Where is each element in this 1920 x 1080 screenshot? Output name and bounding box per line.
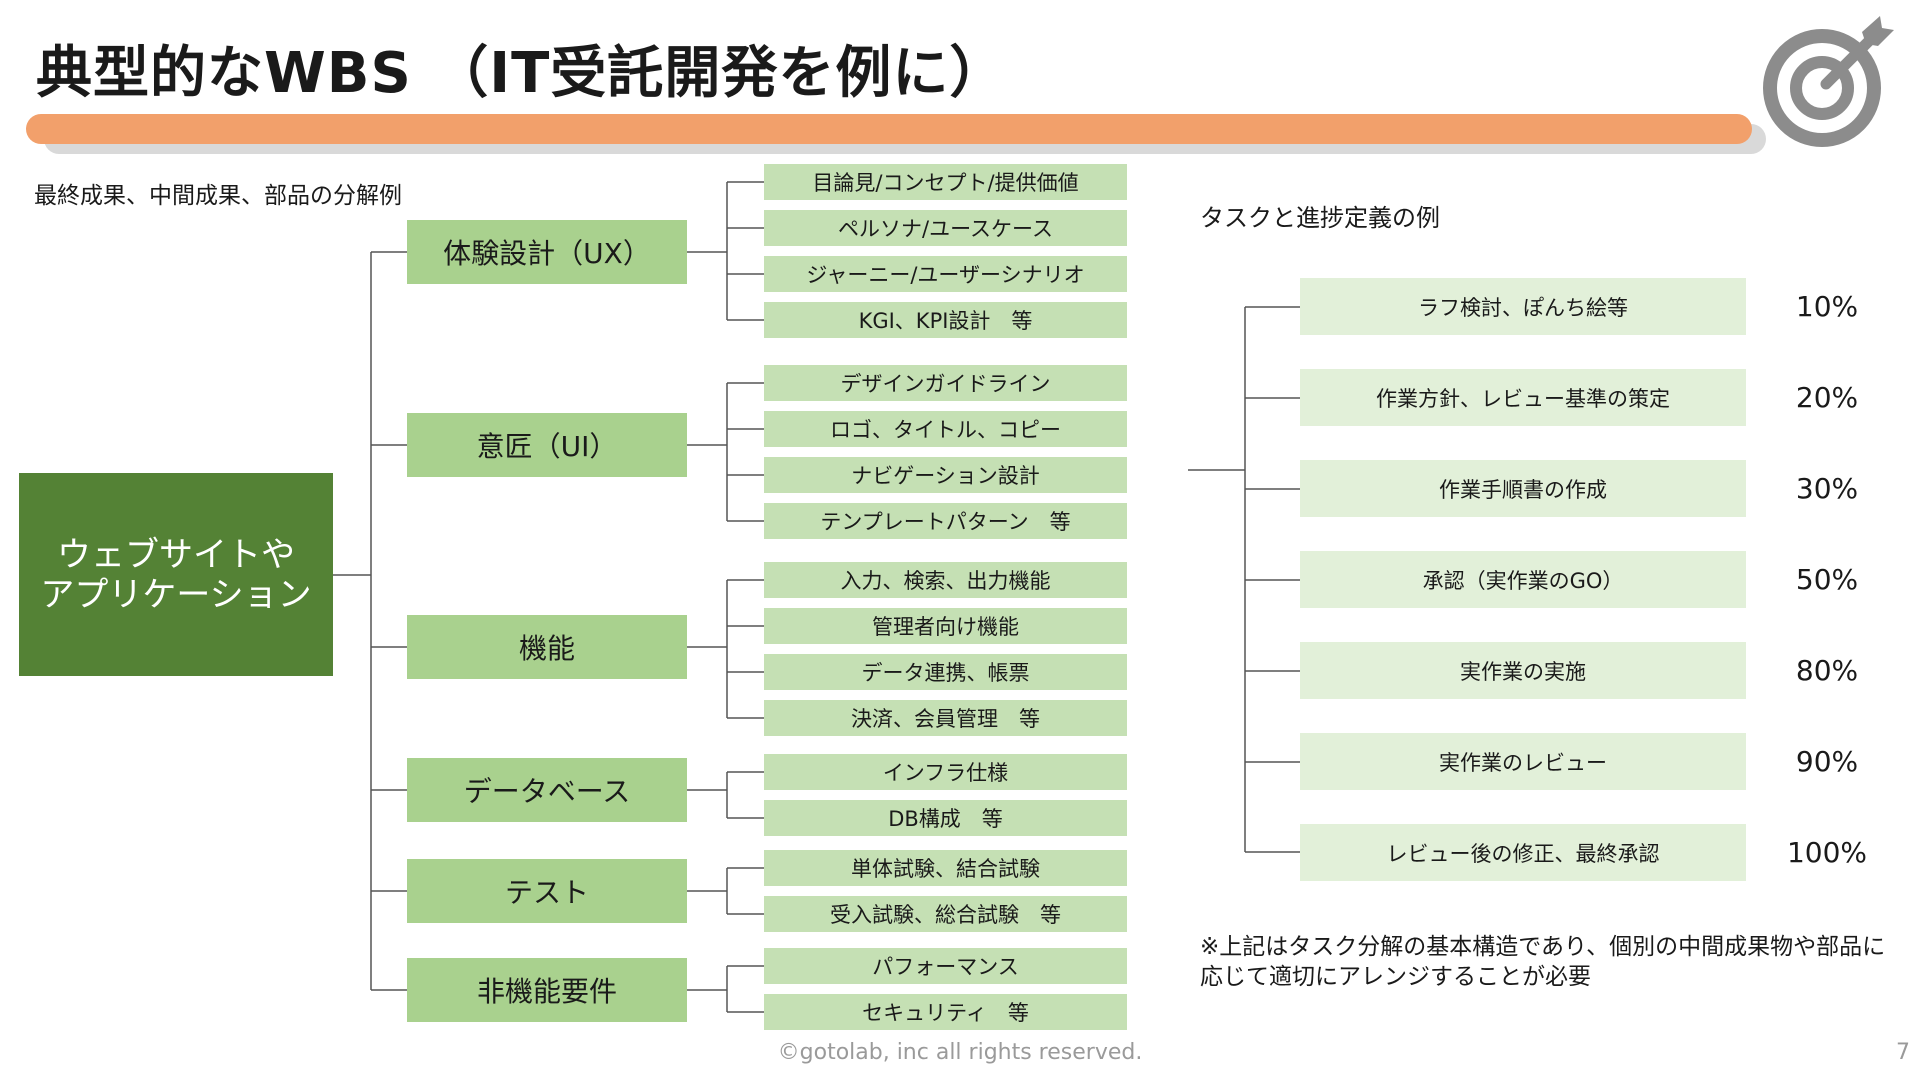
tasks-title: タスクと進捗定義の例 bbox=[1200, 204, 1440, 232]
wbs-item: ナビゲーション設計 bbox=[764, 457, 1127, 493]
category-function: 機能 bbox=[407, 615, 687, 679]
task-percent: 80% bbox=[1795, 654, 1859, 687]
root-label-line1: ウェブサイトや bbox=[56, 534, 295, 575]
wbs-item: ロゴ、タイトル、コピー bbox=[764, 411, 1127, 447]
category-ui: 意匠（UI） bbox=[407, 413, 687, 477]
category-non-functional: 非機能要件 bbox=[407, 958, 687, 1022]
target-arrow-icon bbox=[1763, 16, 1894, 147]
copyright-footer: ©gotolab, inc all rights reserved. bbox=[777, 1040, 1143, 1065]
page-title: 典型的なWBS （IT受託開発を例に） bbox=[36, 41, 1007, 106]
wbs-item: 入力、検索、出力機能 bbox=[764, 562, 1127, 598]
task-step: 実作業のレビュー bbox=[1300, 733, 1746, 790]
task-percent: 20% bbox=[1795, 381, 1859, 414]
task-percent: 100% bbox=[1786, 836, 1868, 869]
task-step: 承認（実作業のGO） bbox=[1300, 551, 1746, 608]
wbs-item: ジャーニー/ユーザーシナリオ bbox=[764, 256, 1127, 292]
note-text: ※上記はタスク分解の基本構造であり、個別の中間成果物や部品に応じて適切にアレンジ… bbox=[1200, 934, 1886, 990]
task-step: 実作業の実施 bbox=[1300, 642, 1746, 699]
wbs-item: パフォーマンス bbox=[764, 948, 1127, 984]
category-test: テスト bbox=[407, 859, 687, 923]
title-underline-bar bbox=[26, 114, 1752, 144]
wbs-item: 受入試験、総合試験 等 bbox=[764, 896, 1127, 932]
task-step: レビュー後の修正、最終承認 bbox=[1300, 824, 1746, 881]
wbs-item: セキュリティ 等 bbox=[764, 994, 1127, 1030]
task-step: ラフ検討、ぽんち絵等 bbox=[1300, 278, 1746, 335]
wbs-subtitle: 最終成果、中間成果、部品の分解例 bbox=[34, 183, 402, 209]
wbs-item: DB構成 等 bbox=[764, 800, 1127, 836]
task-percent: 90% bbox=[1795, 745, 1859, 778]
page-number: 7 bbox=[1896, 1040, 1910, 1065]
task-percent: 30% bbox=[1795, 472, 1859, 505]
wbs-item: デザインガイドライン bbox=[764, 365, 1127, 401]
root-label-line2: アプリケーション bbox=[40, 574, 312, 615]
category-ux: 体験設計（UX） bbox=[407, 220, 687, 284]
category-database: データベース bbox=[407, 758, 687, 822]
wbs-root-node: ウェブサイトや アプリケーション bbox=[19, 473, 333, 676]
wbs-item: ペルソナ/ユースケース bbox=[764, 210, 1127, 246]
task-step: 作業方針、レビュー基準の策定 bbox=[1300, 369, 1746, 426]
wbs-item: 管理者向け機能 bbox=[764, 608, 1127, 644]
wbs-item: 単体試験、結合試験 bbox=[764, 850, 1127, 886]
task-percent: 50% bbox=[1795, 563, 1859, 596]
task-percent: 10% bbox=[1795, 290, 1859, 323]
task-step: 作業手順書の作成 bbox=[1300, 460, 1746, 517]
wbs-item: インフラ仕様 bbox=[764, 754, 1127, 790]
wbs-item: データ連携、帳票 bbox=[764, 654, 1127, 690]
wbs-item: KGI、KPI設計 等 bbox=[764, 302, 1127, 338]
wbs-item: 目論見/コンセプト/提供価値 bbox=[764, 164, 1127, 200]
wbs-item: 決済、会員管理 等 bbox=[764, 700, 1127, 736]
wbs-item: テンプレートパターン 等 bbox=[764, 503, 1127, 539]
